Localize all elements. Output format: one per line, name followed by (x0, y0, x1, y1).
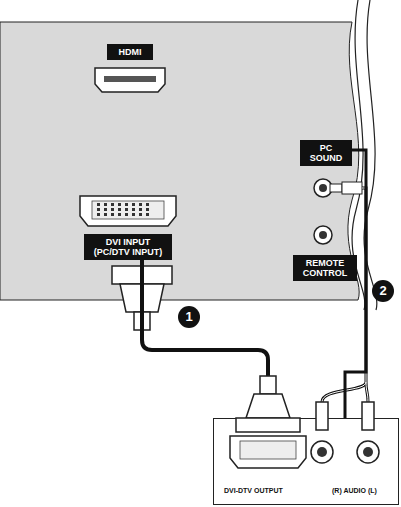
audio-cable (322, 188, 368, 402)
dvi-pin (104, 213, 107, 216)
dvi-pin (146, 208, 149, 211)
dvi-pin (125, 203, 128, 206)
dvi-pin (118, 208, 121, 211)
remote-jack (314, 226, 332, 244)
cable (142, 260, 268, 418)
dvi-pin (111, 213, 114, 216)
port-label: DVI INPUT (PC/DTV INPUT) (84, 234, 172, 260)
port-text: DVI INPUT (PC/DTV INPUT) (88, 237, 168, 257)
dvi-pin (111, 203, 114, 206)
dvi-pin (104, 203, 107, 206)
dvi-port (80, 196, 176, 226)
dvi-pin (97, 208, 100, 211)
port-text: REMOTE CONTROL (297, 258, 353, 278)
dvi-pin (132, 208, 135, 211)
callout-number: 1 (178, 306, 200, 328)
mini-plug (330, 184, 342, 192)
rear-panel (0, 22, 359, 300)
dvi-pin (139, 208, 142, 211)
dvi-pin (132, 213, 135, 216)
dvi-pin (97, 213, 100, 216)
hdmi-port (95, 68, 165, 92)
dvi-pin (118, 213, 121, 216)
dvi-pin (139, 203, 142, 206)
port-label: REMOTE CONTROL (293, 255, 357, 281)
source-device: DVI-DTV OUTPUT (R) AUDIO (L) (213, 418, 399, 505)
dvi-pin (125, 213, 128, 216)
dvi-plug (260, 376, 276, 394)
dvi-pin (118, 203, 121, 206)
remote-jack (319, 231, 327, 239)
audio-cable (322, 188, 368, 402)
dvi-pin (111, 208, 114, 211)
dvi-pins (97, 203, 149, 216)
dvi-pin (146, 213, 149, 216)
dvi-port (92, 201, 164, 219)
dvi-pin (132, 203, 135, 206)
cable (345, 150, 366, 418)
mini-plug (342, 182, 362, 194)
dvi-plug (246, 394, 290, 418)
callout-number: 2 (372, 280, 394, 302)
dvi-pin (125, 208, 128, 211)
audio-jack (314, 179, 332, 197)
dvi-pin (104, 208, 107, 211)
dvi-pin (146, 203, 149, 206)
audio-jack (319, 184, 327, 192)
port-label: HDMI (107, 44, 153, 60)
port-text: HDMI (111, 47, 149, 57)
port-text: PC SOUND (304, 143, 348, 163)
port-text: DVI-DTV OUTPUT (224, 487, 283, 494)
dvi-pin (97, 203, 100, 206)
dvi-pin (139, 213, 142, 216)
hdmi-port (104, 76, 156, 82)
port-label: PC SOUND (300, 140, 352, 166)
port-text: (R) AUDIO (L) (332, 487, 377, 494)
